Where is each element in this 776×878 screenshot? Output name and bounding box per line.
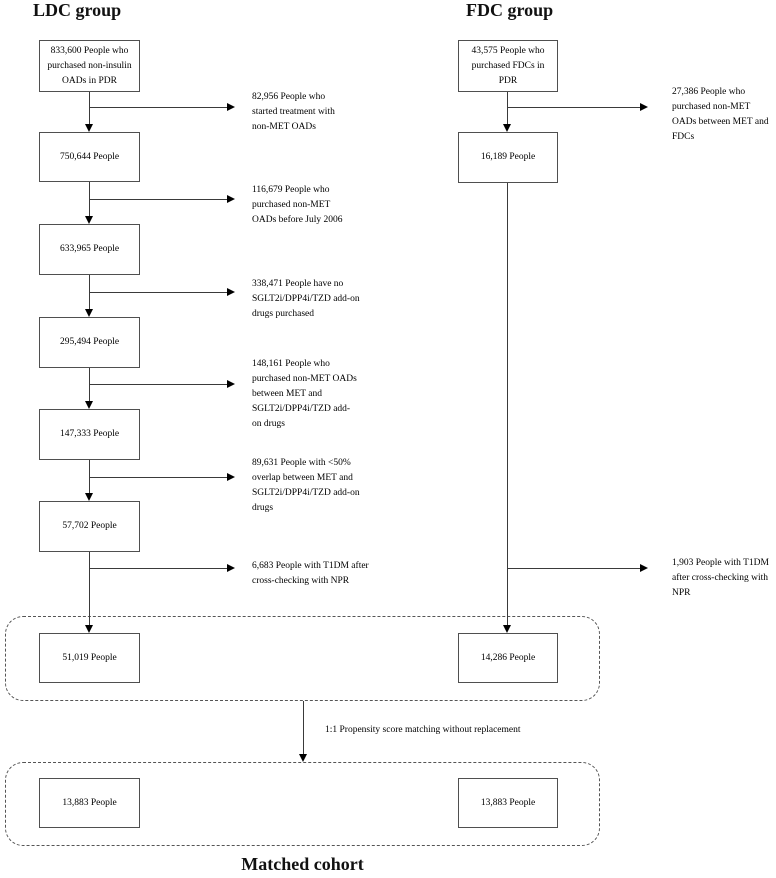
branch-ldc-5 [89, 477, 227, 478]
arrowhead-ldc-v6 [85, 625, 93, 633]
arrowhead-matching [299, 754, 307, 762]
arrowhead-fdc-b1 [640, 103, 648, 111]
branch-fdc-1 [508, 107, 640, 108]
fdc-box-matched: 13,883 People [458, 778, 558, 828]
connector-ldc-v3 [89, 275, 90, 311]
fdc-exclusion-2: 1,903 People with T1DM after cross-check… [672, 558, 769, 598]
arrowhead-ldc-b2 [227, 195, 235, 203]
ldc-exclusion-4: 148,161 People who purchased non-MET OAD… [252, 359, 357, 429]
ldc-box-3: 633,965 People [39, 224, 140, 275]
connector-matching-arrow [303, 701, 304, 756]
fdc-box-3: 14,286 People [458, 633, 558, 683]
fdc-group-title: FDC group [466, 0, 554, 20]
arrowhead-ldc-b6 [227, 564, 235, 572]
branch-ldc-2 [89, 199, 227, 200]
connector-fdc-v2 [507, 183, 508, 627]
branch-fdc-2 [508, 568, 640, 569]
ldc-box-4: 295,494 People [39, 317, 140, 368]
matched-cohort-dashed-box [5, 762, 600, 846]
branch-ldc-1 [89, 107, 227, 108]
arrowhead-fdc-v1 [503, 124, 511, 132]
ldc-box-6: 57,702 People [39, 501, 140, 552]
ldc-box-matched: 13,883 People [39, 778, 140, 828]
pre-match-dashed-box [5, 616, 600, 701]
ldc-exclusion-6: 6,683 People with T1DM after cross-check… [252, 561, 369, 586]
arrowhead-ldc-b4 [227, 380, 235, 388]
arrowhead-fdc-v2 [503, 625, 511, 633]
connector-fdc-v1 [507, 92, 508, 126]
connector-ldc-v1 [89, 92, 90, 126]
fdc-box-1: 43,575 People who purchased FDCs in PDR [458, 40, 558, 92]
connector-ldc-v4 [89, 368, 90, 403]
arrowhead-ldc-b5 [227, 473, 235, 481]
ldc-exclusion-2: 116,679 People who purchased non-MET OAD… [252, 185, 343, 225]
ldc-exclusion-3: 338,471 People have no SGLT2i/DPP4i/TZD … [252, 279, 360, 319]
branch-ldc-6 [89, 568, 227, 569]
ldc-box-1: 833,600 People who purchased non-insulin… [39, 40, 140, 92]
ldc-group-title: LDC group [33, 0, 122, 20]
fdc-exclusion-1: 27,386 People who purchased non-MET OADs… [672, 87, 769, 142]
arrowhead-ldc-v3 [85, 309, 93, 317]
ldc-exclusion-5: 89,631 People with <50% overlap between … [252, 458, 360, 513]
connector-ldc-v6 [89, 552, 90, 627]
ldc-box-5: 147,333 People [39, 409, 140, 460]
connector-ldc-v2 [89, 182, 90, 218]
arrowhead-ldc-v5 [85, 493, 93, 501]
arrowhead-ldc-v2 [85, 216, 93, 224]
branch-ldc-4 [89, 384, 227, 385]
ldc-box-7: 51,019 People [39, 633, 140, 683]
arrowhead-ldc-v1 [85, 124, 93, 132]
branch-ldc-3 [89, 292, 227, 293]
fdc-box-2: 16,189 People [458, 132, 558, 183]
arrowhead-fdc-b2 [640, 564, 648, 572]
ldc-box-2: 750,644 People [39, 132, 140, 182]
arrowhead-ldc-v4 [85, 401, 93, 409]
matching-label: 1:1 Propensity score matching without re… [325, 725, 521, 735]
matched-cohort-title: Matched cohort [241, 854, 364, 874]
ldc-exclusion-1: 82,956 People who started treatment with… [252, 92, 335, 132]
arrowhead-ldc-b3 [227, 288, 235, 296]
arrowhead-ldc-b1 [227, 103, 235, 111]
